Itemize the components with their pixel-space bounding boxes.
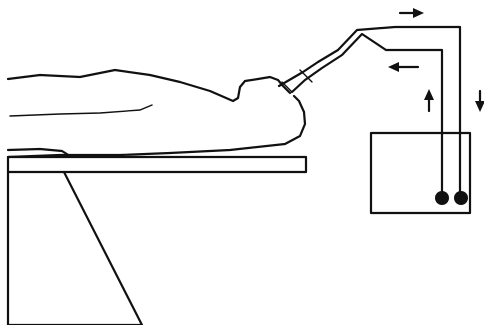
tube-end-right <box>454 191 468 205</box>
arrow-up-icon <box>424 89 434 113</box>
reservoir-box <box>369 131 472 215</box>
tube-inflow-outer <box>277 25 462 197</box>
patient-hip-curve <box>6 147 72 158</box>
patient-back-outline <box>6 94 307 159</box>
tubing <box>277 25 462 197</box>
patient-body <box>6 68 307 159</box>
reservoir <box>369 131 472 215</box>
arrow-left-icon <box>388 62 420 72</box>
tube-connector <box>281 69 313 93</box>
arrow-down-icon <box>475 89 484 112</box>
tube-end-left <box>435 191 449 205</box>
arrow-right-icon <box>398 8 424 18</box>
patient-front-outline <box>6 68 292 103</box>
tube-outflow-inner <box>290 32 444 197</box>
table-top <box>6 155 308 174</box>
patient-arm-line <box>9 104 153 117</box>
table-base <box>6 170 144 325</box>
table <box>6 155 308 325</box>
